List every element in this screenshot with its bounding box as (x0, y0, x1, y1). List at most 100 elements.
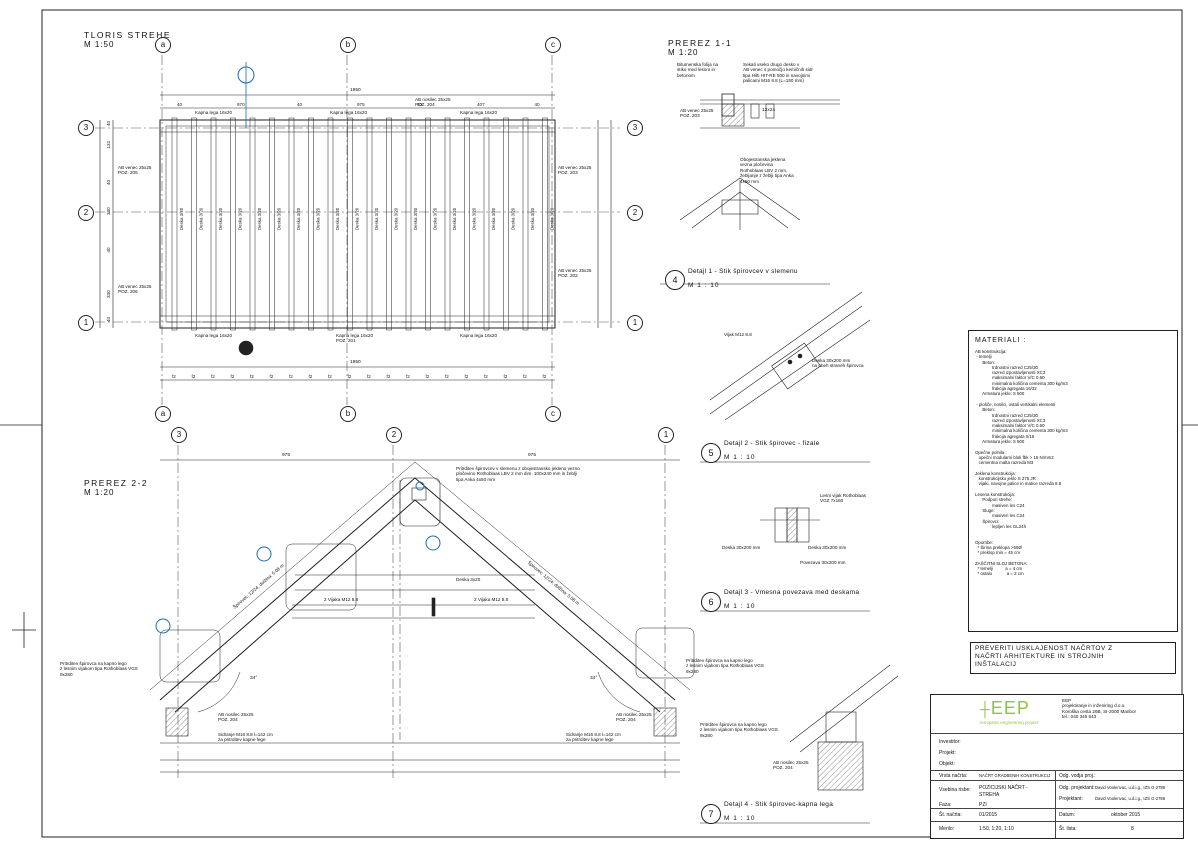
plan-dim-vert: 132 (106, 140, 111, 148)
plan-dim-top: 40 (177, 102, 183, 107)
plan-rafter (210, 117, 217, 331)
plan-dim-bottom: f2 (289, 374, 293, 379)
tb-datum-label: Datum: (1059, 812, 1076, 818)
plan-rafter (542, 117, 548, 331)
materials-box: MATERIALI : AB konstrukcija: - temelji B… (968, 330, 1178, 632)
detail7-scale: M 1 : 10 (724, 815, 756, 822)
tb-faza-value: PZI (979, 802, 987, 808)
axis-2-right: 2 (627, 205, 643, 221)
detail4-title: Detajl 1 - Stik špirovcev v slemenu (688, 268, 798, 275)
plan-deska-label: Deska 3/20 (355, 207, 360, 230)
plan-dim-bottom: f2 (309, 374, 313, 379)
plan-rafter (522, 117, 529, 331)
plan-rafter (386, 117, 392, 331)
plan-deska-label: Deska 3/20 (511, 207, 516, 230)
plan-deska-label: Deska 3/20 (277, 207, 282, 230)
plan-rafter (483, 117, 490, 331)
plan-deska-label: Deska 3/20 (335, 207, 340, 230)
tb-vrsta-value: NAČRT GRADBENIH KONSTRUKCIJ (979, 773, 1051, 778)
s22-anchor-left: Sidranje M16 8.8 l=142 cm za pritrditev … (218, 732, 273, 743)
s22-dim-975-right: 975 (528, 453, 537, 458)
plan-total-dim: 1950 (350, 88, 361, 93)
plan-dim-top: 970 (237, 102, 245, 107)
plan-rafter (269, 117, 275, 331)
plan-scale: M 1:50 (84, 40, 115, 49)
plan-deska-label: Deska 3/20 (550, 207, 555, 230)
plan-rafter (464, 117, 470, 331)
plan-rafter (425, 117, 431, 331)
plan-dim-bottom: f2 (250, 374, 254, 379)
tb-investitor: Investitor: (939, 739, 961, 745)
plan-dim-bottom: f2 (504, 374, 508, 379)
plan-rafter (503, 117, 509, 331)
plan-deska-label: Deska 3/20 (452, 207, 457, 230)
tb-datum-value: oktober 2015 (1111, 812, 1141, 818)
s22-axis-1: 1 (658, 427, 674, 443)
tb-projektant-value: David Voolenvac, u.d.i.g., IZS G-2786 (1095, 796, 1166, 801)
tb-projekt: Projekt: (939, 750, 956, 756)
coordination-warning: PREVERITI USKLAJENOST NAČRTOV Z NAČRTI A… (970, 642, 1176, 674)
tb-projektant-label: Projektant: (1059, 796, 1083, 802)
plan-dim-vert: 40 (106, 179, 111, 185)
plan-dim-bottom: f2 (270, 374, 274, 379)
s22-axis-3: 3 (171, 427, 187, 443)
detail-ridge (660, 177, 830, 285)
plan-deska-label: Deska 3/20 (530, 207, 535, 230)
plan-venec-left-top: AB venec 25x25 POZ. 205 (118, 165, 152, 176)
detail4-note: Obojestranska jeklena vezna pločevina Ro… (740, 157, 794, 184)
plan-dim-bottom: f2 (543, 374, 547, 379)
plan-rafter (191, 117, 197, 331)
plan-dim-bottom: f2 (445, 374, 449, 379)
tb-faza-label: Faza: (939, 802, 952, 808)
s22-vijak-right: 2 Vijaka M12 8.8 (474, 597, 509, 602)
detail5-deska: Deska 30x200 mm na obeh straneh špirovca (812, 358, 864, 369)
tb-odg-projektant-value: David Voolenvac, u.d.i.g., IZS G-2786 (1095, 785, 1166, 790)
plan-deska-label: Deska 3/20 (374, 207, 379, 230)
plan-dim-bottom: f2 (367, 374, 371, 379)
s22-beam-right: AB nosilec 25x25 POZ. 204 (616, 712, 652, 723)
plan-dim-top: 40 (417, 102, 423, 107)
detail-board-joint (700, 507, 870, 612)
tb-st-nacrta-label: Št. načrta: (939, 812, 962, 818)
plan-dim-vert: 330 (106, 207, 111, 215)
plan-dim-bottom: f2 (172, 374, 176, 379)
plan-title: TLORIS STREHE (84, 30, 172, 40)
sheet-frame (0, 9, 1198, 838)
plan-dim-bottom: f2 (211, 374, 215, 379)
detail4-scale: M 1 : 10 (688, 282, 720, 289)
plan-dim-top: 407 (477, 102, 485, 107)
detail5-title: Detajl 2 - Stik špirovec - fizale (724, 440, 820, 447)
tb-vrsta-label: Vrsta načrta: (939, 773, 968, 779)
plan-deska-label: Deska 3/20 (238, 207, 243, 230)
plan-dim-bottom: f2 (328, 374, 332, 379)
s22-bottom-right-note: Pritrditev špirovca na kapno lego z lesn… (700, 722, 778, 738)
section11-scale: M 1:20 (668, 48, 699, 57)
detail6-povezava: Povezava 30x200 mm (800, 560, 846, 565)
plan-rafter-label-2: Kapna lega 16x20 (330, 110, 368, 115)
plan-deska-label: Deska 3/20 (394, 207, 399, 230)
axis-c-top: c (545, 37, 561, 53)
plan-dim-bottom: f2 (348, 374, 352, 379)
plan-dim-vert: 40 (106, 316, 111, 322)
plan-rafter (444, 117, 451, 331)
detail-markers (155, 481, 441, 634)
s22-vijak-left: 2 Vijaka M12 8.8 (324, 597, 359, 602)
axis-3-left: 3 (78, 120, 94, 136)
tb-vsebina-label: Vsebina risbe: (939, 787, 971, 793)
plan-dim-bottom: f2 (192, 374, 196, 379)
plan-deska-label: Deska 3/20 (257, 207, 262, 230)
axis-b-bottom: b (340, 406, 356, 422)
plan-rafter-label-1: Kapna lega 16x20 (195, 110, 233, 115)
detail6-deska-left: Deska 30x200 mm (722, 545, 761, 550)
plan-rafter (171, 117, 178, 331)
plan-dim-vert: 40 (106, 120, 111, 126)
plan-dim-bottom: f2 (426, 374, 430, 379)
s22-angle-left: 34° (250, 676, 258, 681)
plan-deska-label: Deska 3/20 (316, 207, 321, 230)
plan-rafter (347, 117, 353, 331)
plan-dim-vert: 40 (106, 247, 111, 253)
plan-rafter (230, 117, 236, 331)
plan-rafter-label-3: Kapna lega 16x20 (460, 110, 498, 115)
section11-note-left: Bitumenska folija na stiku med lesom in … (677, 62, 719, 78)
plan-deska-label: Deska 3/20 (491, 207, 496, 230)
